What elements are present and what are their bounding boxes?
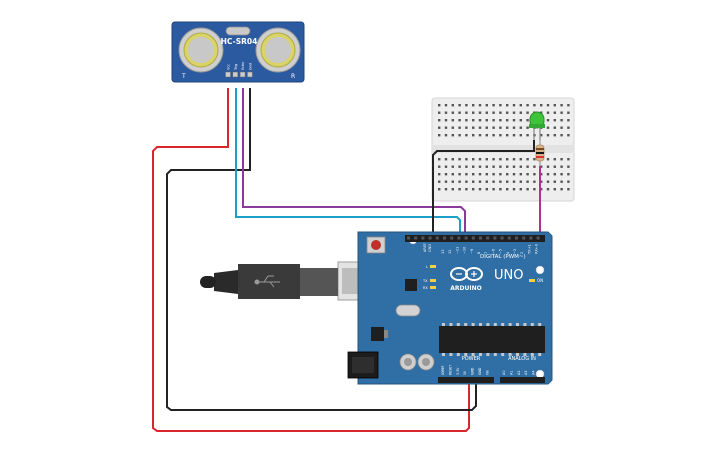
digital-pin-label: ~6 <box>491 249 495 254</box>
power-pin-label: 3.3V <box>456 367 460 375</box>
analog-label: ANALOG IN <box>508 356 536 362</box>
atmega-chip <box>439 323 545 356</box>
digital-pin-label: TX→1 <box>527 244 531 255</box>
wire-5v[interactable] <box>152 88 470 432</box>
led-tx-label: TX <box>422 279 428 283</box>
capacitors <box>399 353 435 371</box>
analog-pin-label: A1 <box>509 371 513 375</box>
sensor-r-mark: R <box>291 73 295 80</box>
power-label: POWER <box>462 356 481 362</box>
power-pin-label: GND <box>478 367 482 375</box>
digital-pin-label: 12 <box>448 250 452 254</box>
power-pin-label: 5V <box>463 370 467 375</box>
arduino-brand: ARDUINO <box>450 285 481 292</box>
analog-pin-label: A2 <box>517 371 521 375</box>
power-jack[interactable] <box>347 351 379 379</box>
digital-pin-label: 13 <box>441 250 445 254</box>
gnd-top-label: GND <box>428 244 432 252</box>
sensor-pin-label: Vcc <box>227 64 231 70</box>
sensor-pin[interactable] <box>232 71 239 78</box>
analog-pin-label: A0 <box>502 371 506 375</box>
arduino-logo-icon <box>450 267 483 281</box>
aref-label: AREF <box>423 243 427 252</box>
sensor-pin[interactable] <box>225 71 231 78</box>
sensor-model-label: HC-SR04 <box>221 37 258 46</box>
sensor-pin-label: Trig <box>234 64 238 71</box>
sensor-pin[interactable] <box>239 71 246 78</box>
digital-pin-label: RX←0 <box>535 244 539 254</box>
digital-pin-label: ~11 <box>455 247 459 254</box>
on-label: ON <box>537 278 543 283</box>
led-rx-label: RX <box>423 286 428 290</box>
digital-pin-header <box>405 235 545 242</box>
digital-pin-label: 2 <box>520 252 524 254</box>
analog-pin-label: A4 <box>532 371 536 375</box>
power-pin-label: GND <box>471 367 475 375</box>
sensor-pin-label: Gnd <box>248 63 252 70</box>
analog-pin-label: A3 <box>524 371 528 375</box>
arduino-model: UNO <box>494 268 523 283</box>
wire-gnd[interactable] <box>166 88 477 411</box>
wires <box>152 88 541 432</box>
sensor-t-mark: T <box>181 73 186 80</box>
digital-pin-label: ~5 <box>499 249 503 254</box>
digital-pin-label: 4 <box>506 251 510 254</box>
digital-pin-label: ~10 <box>463 247 467 254</box>
usb-cable[interactable] <box>200 261 363 301</box>
breadboard[interactable] <box>431 97 575 202</box>
analog-pin-label: A5 <box>539 371 543 375</box>
power-pin-header <box>438 377 494 383</box>
digital-pin-label: 8 <box>477 252 481 254</box>
board-status-leds: L TX RX <box>422 265 436 290</box>
wire-echo[interactable] <box>242 88 466 238</box>
sensor-pin-label: Echo <box>241 62 245 70</box>
breadboard-holes <box>438 104 570 191</box>
power-pin-label: Vin <box>485 370 489 375</box>
reset-button[interactable] <box>366 236 386 254</box>
digital-pin-label: ~9 <box>470 249 474 254</box>
usb-icon <box>254 275 280 288</box>
digital-pin-label: 7 <box>484 252 488 254</box>
resistor[interactable] <box>535 140 545 166</box>
sensor-pin[interactable] <box>247 71 253 78</box>
green-led[interactable] <box>529 111 545 140</box>
wire-led-gnd[interactable] <box>432 140 535 238</box>
wire-trig[interactable] <box>235 88 461 238</box>
power-led: ON <box>529 278 543 283</box>
digital-label: DIGITAL (PWM~) <box>480 254 526 260</box>
digital-pin-label: ~3 <box>513 249 517 254</box>
power-pin-label: RESET <box>448 365 452 375</box>
power-pin-label: IOREF <box>441 365 445 375</box>
led-l-label: L <box>426 265 428 269</box>
analog-pin-header <box>500 377 545 383</box>
